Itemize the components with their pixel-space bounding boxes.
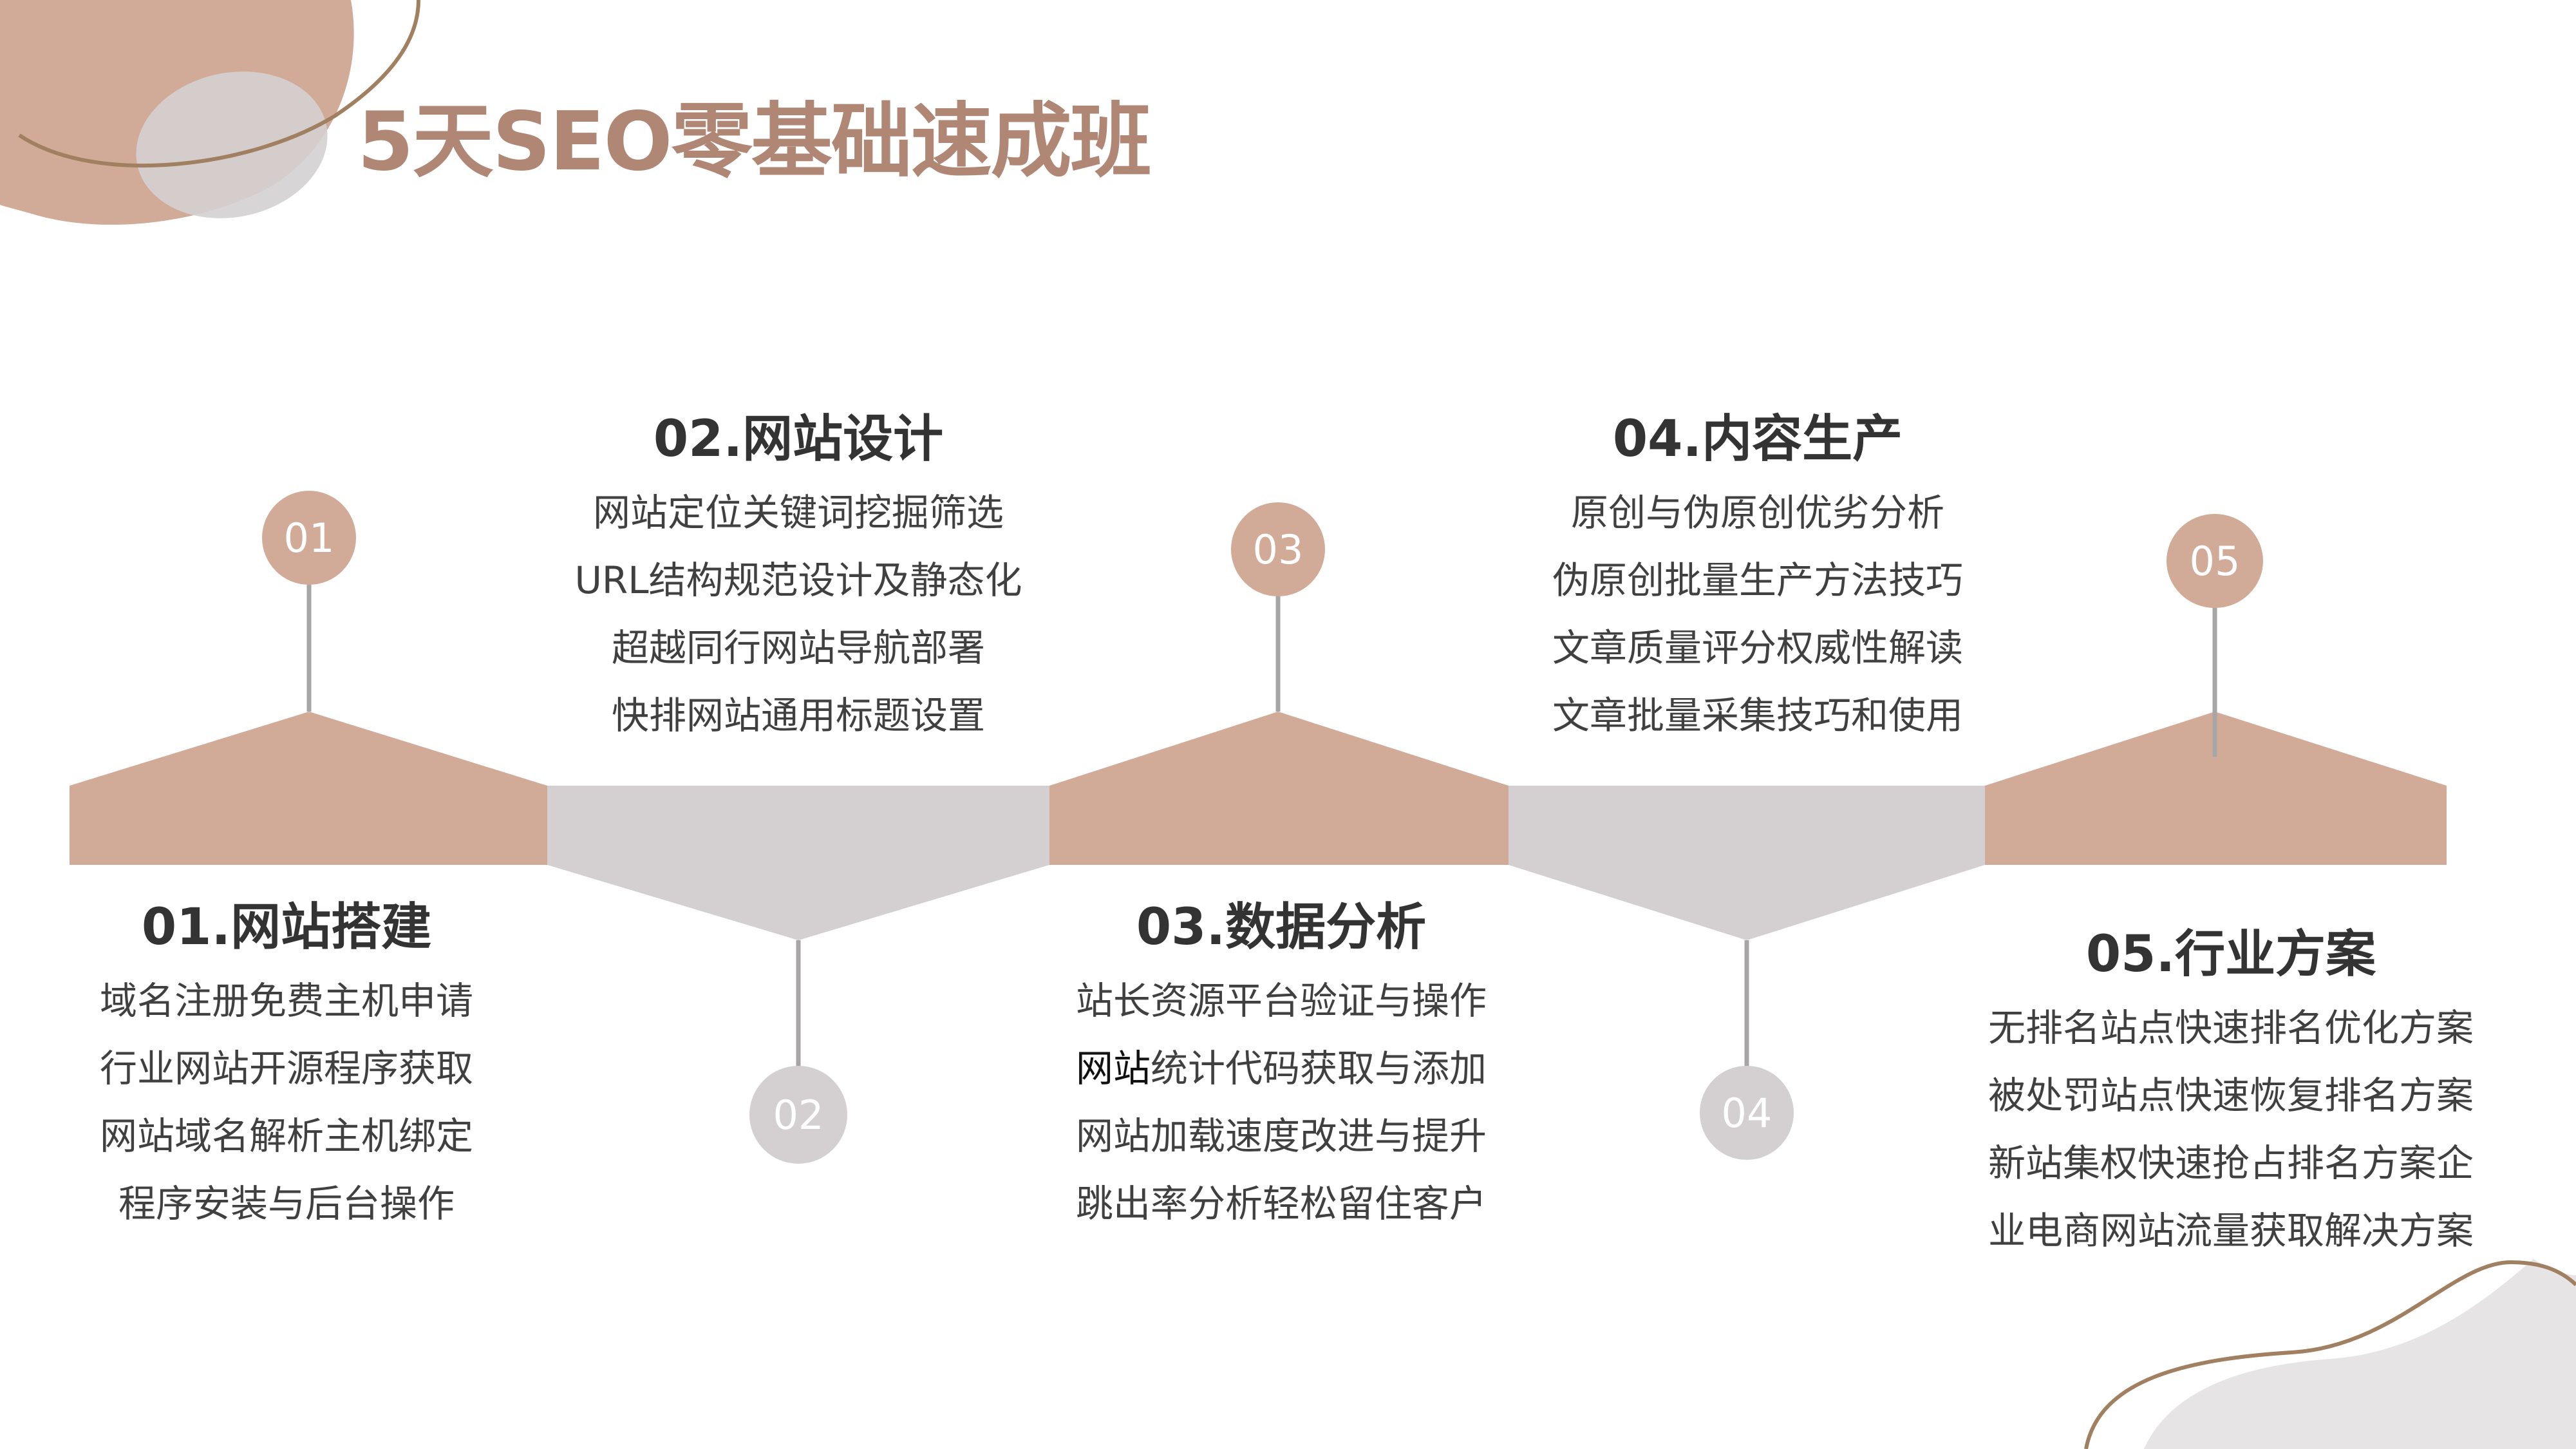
step-02-item: 超越同行网站导航部署 (611, 625, 985, 670)
step-05-block: 05.行业方案 无排名站点快速排名优化方案 被处罚站点快速恢复排名方案 新站集权… (1957, 927, 2505, 1265)
step-04-item: 原创与伪原创优劣分析 (1570, 490, 1944, 535)
step-01-item: 行业网站开源程序获取 (99, 1046, 473, 1090)
step-05-heading: 05.行业方案 (2085, 925, 2376, 983)
top-left-grey-blob (136, 71, 328, 218)
step-03-node: 03 (1231, 502, 1325, 596)
step-01-list: 域名注册免费主机申请 行业网站开源程序获取 网站域名解析主机绑定 程序安装与后台… (61, 967, 512, 1238)
step-04-list: 原创与伪原创优劣分析 伪原创批量生产方法技巧 文章质量评分权威性解读 文章批量采… (1500, 479, 2015, 750)
step-02-heading: 02.网站设计 (653, 410, 944, 468)
band-segment-3 (1049, 712, 1509, 865)
band-segment-5 (1985, 712, 2447, 865)
step-01-block: 01.网站搭建 域名注册免费主机申请 行业网站开源程序获取 网站域名解析主机绑定… (61, 900, 512, 1238)
step-02-item: 快排网站通用标题设置 (611, 693, 985, 737)
step-01-item: 网站域名解析主机绑定 (99, 1113, 473, 1158)
step-05-node: 05 (2167, 514, 2263, 608)
step-03-item-rest: 统计代码获取与添加 (1151, 1046, 1487, 1090)
band-segment-1 (70, 712, 547, 865)
step-01-heading: 01.网站搭建 (141, 898, 432, 956)
step-03-item-prefix: 网站 (1075, 1046, 1151, 1090)
step-04-item: 伪原创批量生产方法技巧 (1552, 558, 1963, 602)
step-04-item: 文章质量评分权威性解读 (1552, 625, 1963, 670)
step-02-node: 02 (749, 1066, 847, 1164)
step-03-list: 站长资源平台验证与操作 网站统计代码获取与添加 网站加载速度改进与提升 跳出率分… (1024, 967, 1539, 1238)
page-title: 5天SEO零基础速成班 (357, 94, 1152, 189)
step-05-item: 业电商网站流量获取解决方案 (1988, 1208, 2474, 1253)
step-01-item: 域名注册免费主机申请 (99, 978, 473, 1023)
band-segment-2 (547, 786, 1049, 940)
step-03-item: 跳出率分析轻松留住客户 (1075, 1181, 1487, 1226)
bottom-right-blob (2144, 1259, 2576, 1449)
band-segment-4 (1509, 786, 1985, 940)
top-left-curve (18, 0, 420, 168)
step-03-item: 站长资源平台验证与操作 (1075, 978, 1487, 1023)
step-04-heading: 04.内容生产 (1612, 410, 1903, 468)
step-01-item: 程序安装与后台操作 (118, 1181, 455, 1226)
step-04-item: 文章批量采集技巧和使用 (1552, 693, 1963, 737)
step-05-list: 无排名站点快速排名优化方案 被处罚站点快速恢复排名方案 新站集权快速抢占排名方案… (1957, 994, 2505, 1265)
step-04-node: 04 (1700, 1066, 1794, 1160)
step-02-list: 网站定位关键词挖掘筛选 URL结构规范设计及静态化 超越同行网站导航部署 快排网… (541, 479, 1056, 750)
step-05-item: 被处罚站点快速恢复排名方案 (1988, 1073, 2474, 1117)
step-04-block: 04.内容生产 原创与伪原创优劣分析 伪原创批量生产方法技巧 文章质量评分权威性… (1500, 412, 2015, 750)
step-03-block: 03.数据分析 站长资源平台验证与操作 网站统计代码获取与添加 网站加载速度改进… (1024, 900, 1539, 1238)
step-02-item: 网站定位关键词挖掘筛选 (592, 490, 1004, 535)
step-02-block: 02.网站设计 网站定位关键词挖掘筛选 URL结构规范设计及静态化 超越同行网站… (541, 412, 1056, 750)
step-03-item: 网站统计代码获取与添加 (1024, 1035, 1539, 1103)
bottom-right-curve (2084, 1260, 2576, 1449)
step-03-heading: 03.数据分析 (1136, 898, 1427, 956)
step-05-item: 新站集权快速抢占排名方案企 (1988, 1141, 2474, 1185)
step-05-item: 无排名站点快速排名优化方案 (1988, 1005, 2474, 1050)
step-02-item: URL结构规范设计及静态化 (574, 558, 1022, 602)
step-01-node: 01 (262, 491, 356, 585)
step-03-item: 网站加载速度改进与提升 (1075, 1113, 1487, 1158)
